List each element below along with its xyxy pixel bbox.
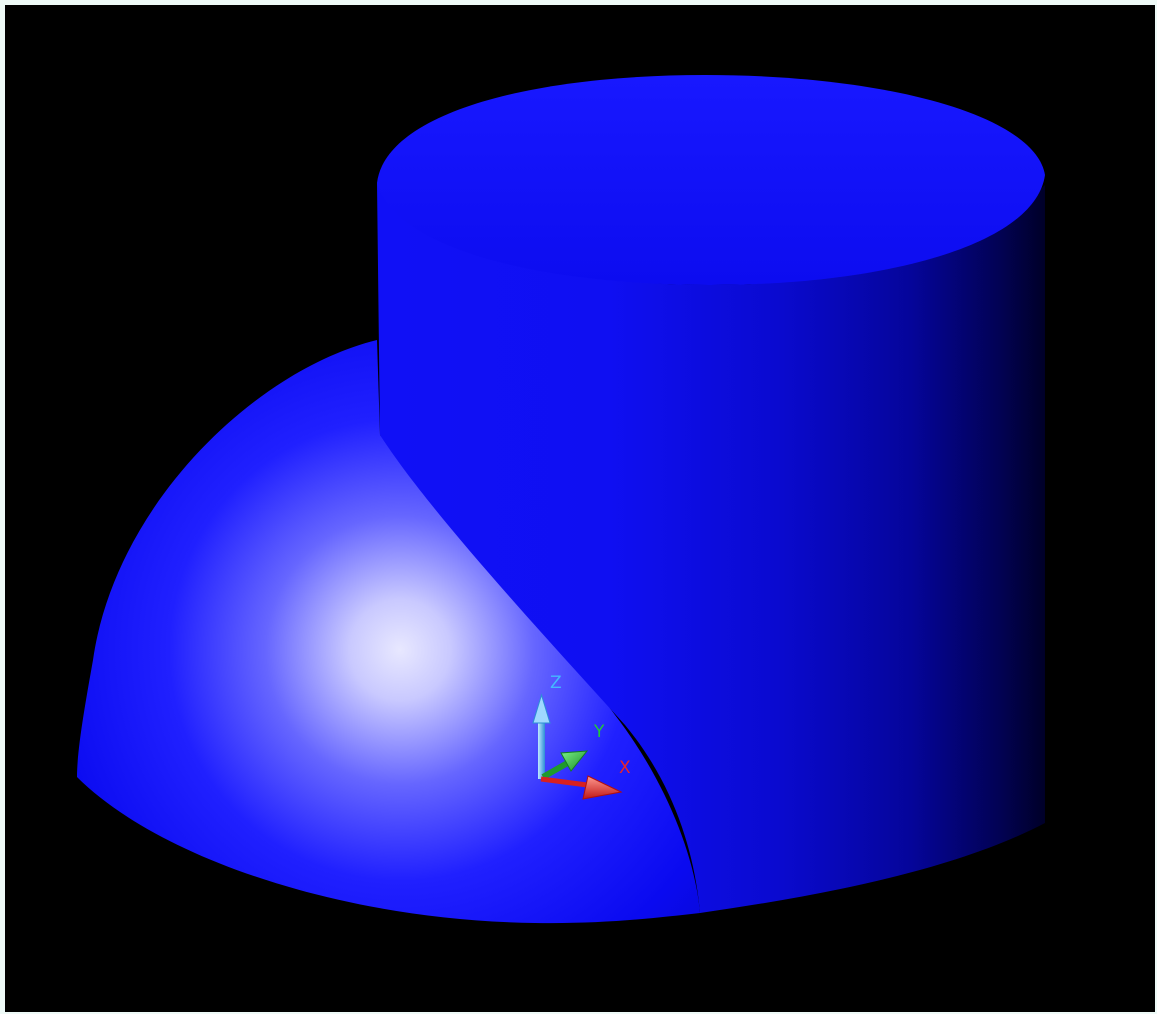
z-axis-label: Z — [550, 673, 562, 693]
3d-viewport[interactable]: Z Y X — [5, 5, 1155, 1012]
z-axis-arrow — [532, 693, 551, 779]
cylinder-body[interactable] — [377, 183, 1045, 913]
x-axis-label: X — [619, 758, 631, 778]
x-axis-arrow — [540, 775, 623, 800]
model-scene[interactable]: Z Y X — [5, 5, 1155, 1012]
y-axis-label: Y — [593, 722, 605, 742]
y-axis-arrow — [541, 750, 589, 780]
cylinder-top-cap[interactable] — [377, 75, 1045, 285]
axis-gizmo: Z Y X — [532, 673, 631, 800]
